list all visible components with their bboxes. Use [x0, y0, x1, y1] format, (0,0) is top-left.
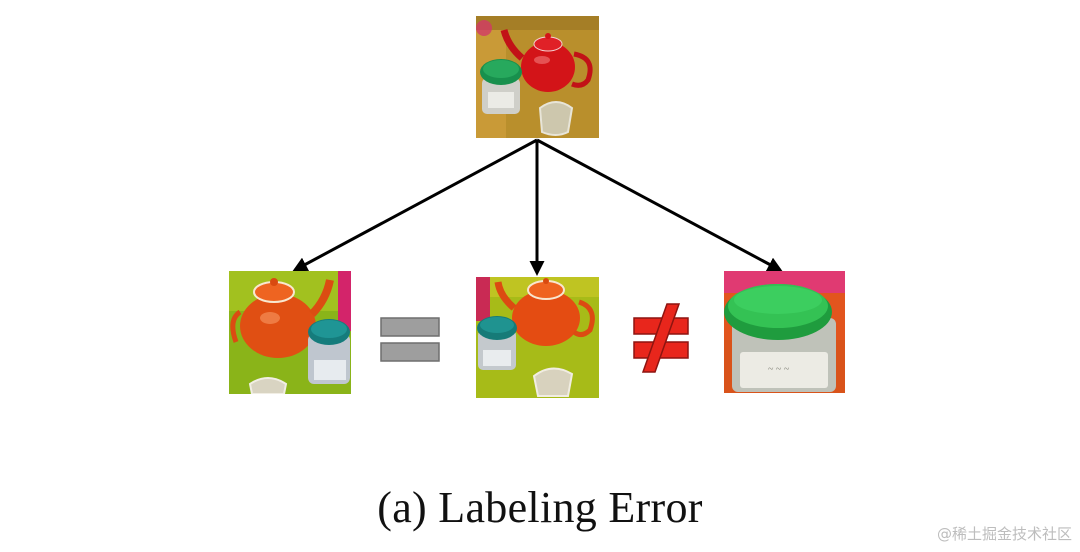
arrow-to-right — [536, 138, 783, 272]
equal-sign — [380, 317, 440, 362]
augmented-view-2 — [476, 277, 599, 398]
anchor-image — [476, 16, 599, 138]
augmented-view-1 — [229, 271, 351, 394]
augmented-view-3: ~ ~ ~ — [724, 271, 845, 393]
svg-text:~ ~ ~: ~ ~ ~ — [768, 364, 790, 375]
arrows — [292, 138, 783, 276]
watermark-text: @稀土掘金技术社区 — [936, 525, 1072, 543]
arrow-to-left — [292, 138, 538, 272]
figure-caption: (a) Labeling Error — [377, 483, 703, 532]
not-equal-sign — [633, 303, 689, 373]
